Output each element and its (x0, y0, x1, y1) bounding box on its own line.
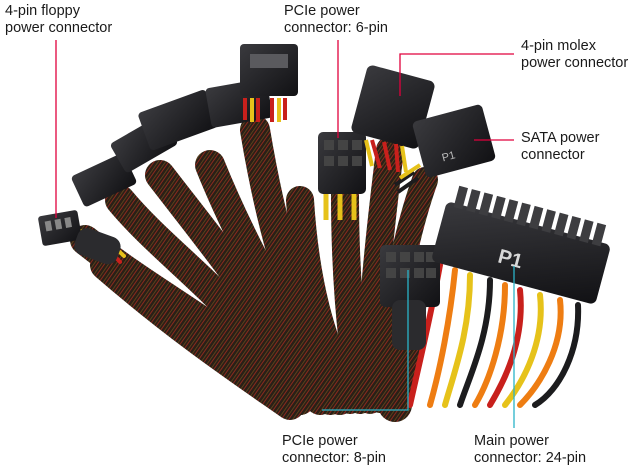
sata-label: SATA power connector (521, 130, 600, 163)
pcie8-label: PCIe power connector: 8-pin (282, 433, 386, 466)
pcie-6pin-connector (318, 132, 366, 220)
main-24pin-connector: P1 (432, 185, 610, 304)
main24-label: Main power connector: 24-pin (474, 433, 587, 466)
pcie-8pin-connector (380, 245, 440, 350)
pcie8-leader-line (322, 270, 409, 411)
left-sata-connectors (71, 44, 298, 207)
molex-label: 4-pin molex power connector (521, 38, 629, 71)
braided-cable-bundle (70, 115, 438, 422)
sata-p1-mark: P1 (441, 149, 457, 164)
floppy-connector (38, 210, 121, 265)
floppy-label: 4-pin floppy power connector (5, 3, 113, 36)
leader-lines (55, 40, 515, 428)
molex-leader-line (399, 53, 514, 96)
pcie6-label: PCIe power connector: 6-pin (284, 3, 388, 36)
sata-connector: P1 (393, 104, 496, 194)
